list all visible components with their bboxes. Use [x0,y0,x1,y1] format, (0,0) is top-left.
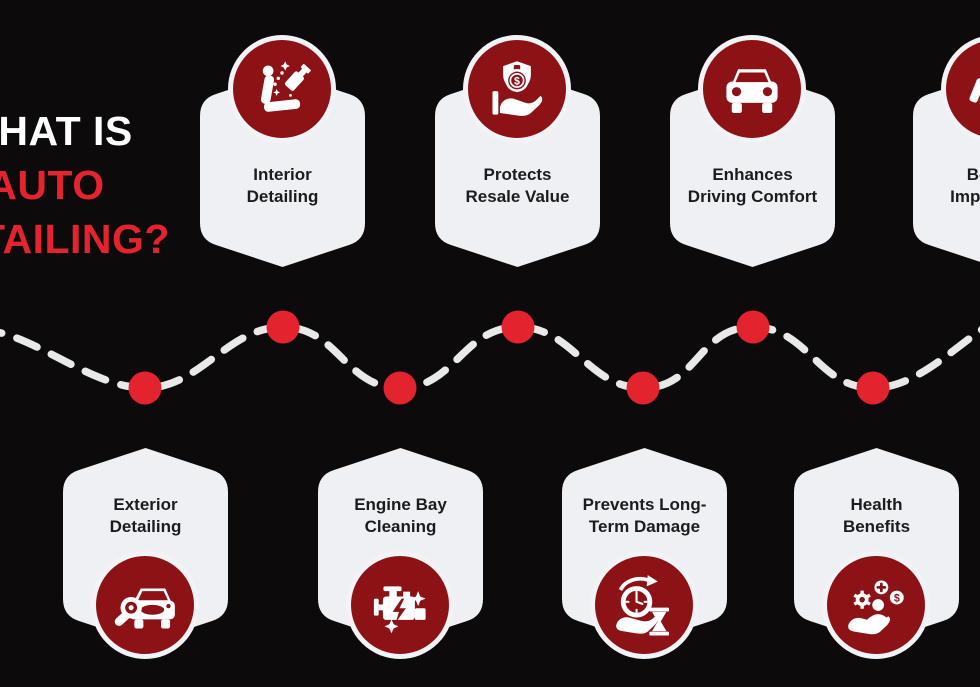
shield-coin-hand-icon: $ [492,61,543,116]
card-label-line1: Boosts [966,165,980,184]
engine-sparkle-icon [373,586,426,634]
card-label-line1: Prevents Long- [582,495,707,514]
icon-circle: $ [822,551,930,659]
card-label-line2: Detailing [109,516,182,536]
card-label-line2: Driving Comfort [687,186,818,206]
card-label: Enhances Driving Comfort [670,164,835,207]
card-label: Boosts Impression [913,164,980,207]
timeline-dot [501,310,535,344]
card-label: Health Benefits [794,494,959,537]
icon-circle [228,35,336,143]
title-line-3: DETAILING? [0,216,170,262]
card-label: Exterior Detailing [63,494,228,537]
card-protects-resale-value: $ Protects Resale Value [435,35,600,267]
icon-circle [698,35,806,143]
care-hand-icon: $ [848,580,904,635]
card-health-benefits: $ Health Benefits [794,448,959,659]
card-label-line2: Cleaning [364,516,437,536]
thumbs-up-icon [969,71,980,113]
card-label-line2: Impression [950,186,980,206]
timeline-dot [266,310,300,344]
card-boosts-impression: Boosts Impression [913,35,980,267]
card-label-line1: Enhances [712,165,793,184]
timeline-dot [383,371,417,405]
card-label-line2: Detailing [246,186,319,206]
clock-hourglass-hand-icon [616,575,670,636]
card-label-line1: Health [850,495,903,514]
timeline-dots [128,310,890,405]
card-label: Engine Bay Cleaning [318,494,483,537]
card-label: Interior Detailing [200,164,365,207]
title-line-2: AUTO [0,162,105,208]
card-label-line1: Interior [253,165,312,184]
timeline-dot [856,371,890,405]
svg-text:$: $ [514,76,520,88]
card-exterior-detailing: Exterior Detailing [63,448,228,659]
timeline-wave [0,310,980,405]
svg-text:$: $ [894,593,900,605]
car-front-icon [726,69,778,113]
card-label: Protects Resale Value [435,164,600,207]
timeline-dot [128,371,162,405]
icon-circle [91,551,199,659]
card-label-line1: Protects [483,165,552,184]
dashed-wave-line [0,323,980,392]
timeline-dot [626,371,660,405]
card-label: Prevents Long- Term Damage [562,494,727,537]
card-interior-detailing: Interior Detailing [200,35,365,267]
car-polisher-icon [114,588,175,629]
card-label-line2: Resale Value [465,186,570,206]
page-title: WHAT IS AUTO DETAILING? [0,104,206,266]
card-label-line1: Engine Bay [354,495,447,514]
seat-spray-icon [260,61,311,112]
timeline-dot [736,310,770,344]
card-label-line2: Benefits [842,516,911,536]
card-label-line1: Exterior [113,495,178,514]
card-label-line2: Term Damage [588,516,701,536]
icon-circle: $ [463,35,571,143]
card-engine-bay-cleaning: Engine Bay Cleaning [318,448,483,659]
title-line-1: WHAT IS [0,108,133,154]
icon-circle [590,551,698,659]
icon-circle [346,551,454,659]
card-prevents-long-term-damage: Prevents Long- Term Damage [562,448,727,659]
card-enhances-driving-comfort: Enhances Driving Comfort [670,35,835,267]
